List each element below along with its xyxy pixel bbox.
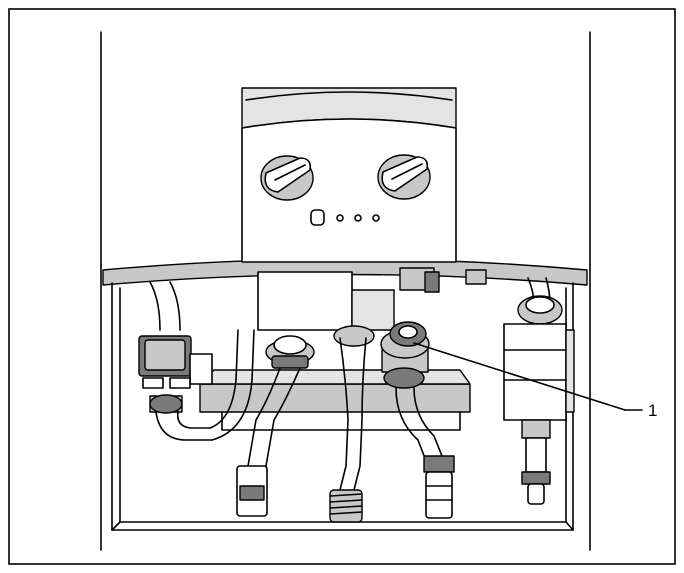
indicator-lights <box>310 209 380 226</box>
pipe-gas <box>329 325 375 523</box>
gas-valve-block <box>257 267 487 331</box>
right-connection <box>503 277 575 505</box>
thread-lines <box>329 493 363 515</box>
left-connection <box>138 281 255 441</box>
callout-1-label: 1 <box>648 401 657 420</box>
pipe-cold-water-inlet <box>380 321 455 519</box>
pipe-heating-flow <box>236 335 315 517</box>
callout-1-leader <box>413 342 626 411</box>
callout-1: 1 <box>413 342 657 420</box>
temperature-knob-right <box>377 154 431 200</box>
temperature-knob-left <box>260 155 314 201</box>
appliance-casing <box>100 31 591 551</box>
control-panel <box>241 87 457 263</box>
